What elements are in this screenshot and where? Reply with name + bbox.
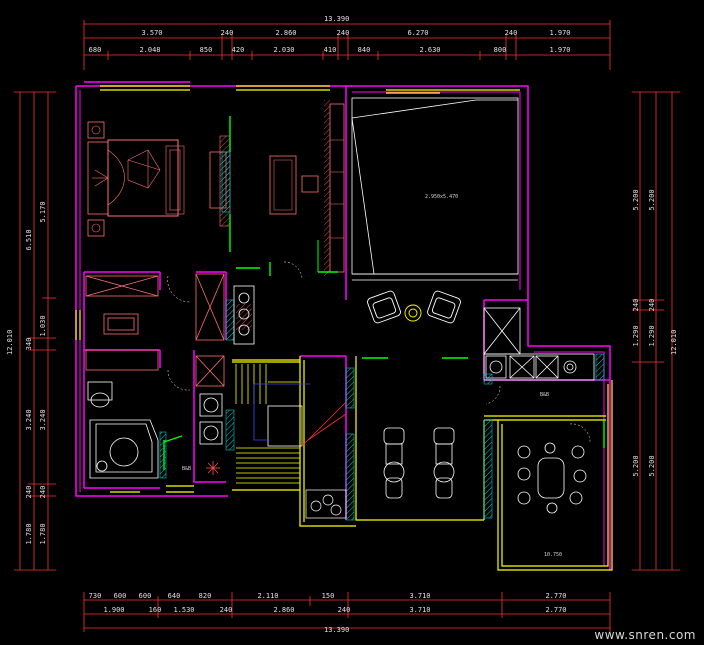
dim-label: 240	[25, 486, 33, 499]
dim-label: 1.970	[549, 29, 570, 37]
tea-set	[517, 442, 587, 514]
open-room-label: 2.950x5.470	[425, 194, 458, 200]
dim-label: 5.200	[632, 455, 640, 476]
bath-fixtures	[87, 285, 255, 479]
kitchen-counter	[483, 307, 595, 381]
dim-label: 410	[324, 46, 337, 54]
dim-label: 6.510	[25, 229, 33, 250]
dim-label: 1.290	[632, 325, 640, 346]
dim-label: 5.200	[632, 189, 640, 210]
dim-label: 1.530	[173, 606, 194, 614]
fitness-equipment	[383, 427, 455, 499]
dim-label: 5.200	[648, 189, 656, 210]
dim-label: 640	[168, 592, 181, 600]
hall-right-label: B&B	[540, 392, 549, 398]
planter	[305, 489, 347, 519]
dim-label: 820	[199, 592, 212, 600]
dim-label: 6.270	[407, 29, 428, 37]
dim-label: 150	[322, 592, 335, 600]
dim-label: 3.710	[409, 606, 430, 614]
dim-right-inner: 5.200 240 1.290 5.200	[648, 189, 656, 476]
dim-label: 2.030	[273, 46, 294, 54]
dim-label: 1.780	[39, 523, 47, 544]
dim-bottom-total: 13.390	[324, 626, 349, 634]
dim-label: 240	[39, 486, 47, 499]
dim-label: 680	[89, 46, 102, 54]
dim-label: 600	[139, 592, 152, 600]
terrace-label: 10.750	[544, 552, 562, 558]
dim-label: 600	[114, 592, 127, 600]
bottom-dimensions	[83, 592, 611, 632]
right-dimensions	[632, 91, 680, 571]
dim-label: 1.780	[25, 523, 33, 544]
drain-icon	[206, 461, 220, 475]
bedroom-area	[87, 100, 345, 276]
dim-label: 850	[200, 46, 213, 54]
door-swings	[167, 261, 591, 443]
dim-top-total: 13.390	[324, 15, 349, 23]
dim-label: 1.290	[648, 325, 656, 346]
outer-wall-lines	[79, 90, 605, 566]
dim-label: 2.770	[545, 592, 566, 600]
dim-label: 2.048	[139, 46, 160, 54]
dim-label: 240	[505, 29, 518, 37]
dim-label: 1.030	[39, 315, 47, 336]
dim-label: 2.110	[257, 592, 278, 600]
dim-label: 3.240	[39, 409, 47, 430]
dim-label: 340	[25, 338, 33, 351]
dim-label: 240	[221, 29, 234, 37]
dim-label: 5.200	[648, 455, 656, 476]
dim-label: 2.860	[275, 29, 296, 37]
bath-partition	[159, 304, 252, 479]
dim-bottom-row2: 1.900 160 1.530 240 2.860 240 3.710 2.770	[103, 606, 566, 614]
dim-label: 5.170	[39, 201, 47, 222]
dim-label: 240	[220, 606, 233, 614]
dim-label: 1.970	[549, 46, 570, 54]
hall-doors	[236, 262, 468, 359]
structural-columns	[221, 151, 493, 521]
dim-left-inner: 5.170 1.030 3.240 240 1.780	[39, 201, 47, 544]
dim-label: 240	[648, 299, 656, 312]
dim-label: 3.240	[25, 409, 33, 430]
dim-top-row1: 3.570 240 2.860 240 6.270 240 1.970	[141, 29, 570, 37]
lounge-chairs	[367, 290, 461, 324]
dim-label: 800	[494, 46, 507, 54]
dim-label: 3.710	[409, 592, 430, 600]
dim-label: 840	[358, 46, 371, 54]
left-dimensions	[14, 91, 56, 571]
dim-label: 3.570	[141, 29, 162, 37]
kitchen-hatch	[595, 353, 605, 381]
dim-label: 1.900	[103, 606, 124, 614]
bathroom-label: B&B	[182, 466, 191, 472]
dim-bottom-row1: 730 600 600 640 820 2.110 150 3.710 2.770	[89, 592, 567, 600]
closet-and-bath	[85, 273, 225, 387]
top-dimensions	[83, 20, 611, 70]
dim-label: 240	[337, 29, 350, 37]
staircase	[235, 364, 347, 484]
open-room	[351, 97, 519, 281]
watermark: www.snren.com	[594, 628, 696, 642]
dim-left-total: 12.010	[6, 330, 14, 355]
dim-right-outer: 5.200 240 1.290 5.200	[632, 189, 640, 476]
dim-right-total: 12.010	[670, 330, 678, 355]
dim-top-row2: 680 2.048 850 420 2.030 410 840 2.630 800 1.970	[89, 46, 571, 54]
dim-label: 2.860	[273, 606, 294, 614]
dim-left-outer: 6.510 340 3.240 240 1.780	[25, 229, 33, 544]
dim-label: 2.630	[419, 46, 440, 54]
dim-label: 240	[338, 606, 351, 614]
dim-label: 2.770	[545, 606, 566, 614]
dim-label: 730	[89, 592, 102, 600]
dim-label: 160	[149, 606, 162, 614]
bath-doors	[163, 435, 183, 470]
dim-label: 420	[232, 46, 245, 54]
dim-label: 240	[632, 299, 640, 312]
